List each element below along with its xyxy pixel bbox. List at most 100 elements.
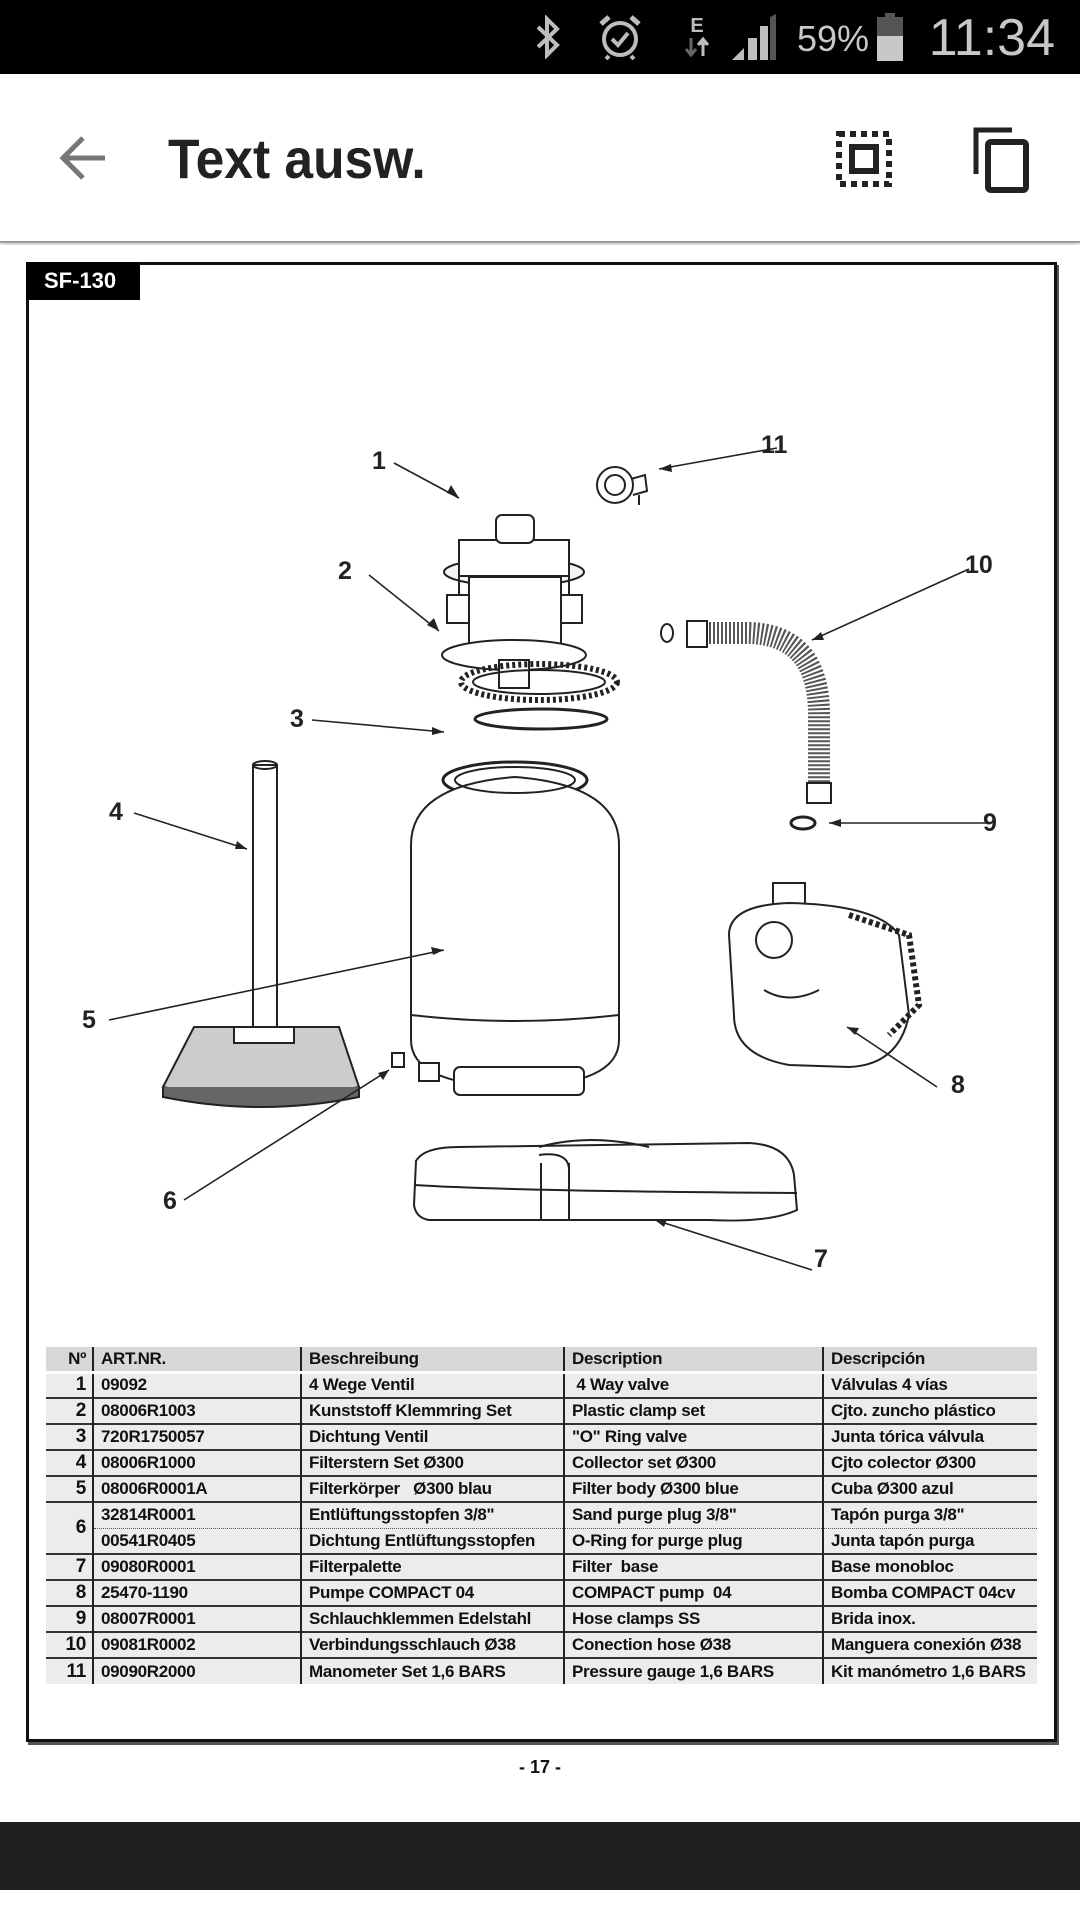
cell-description: "O" Ring valve xyxy=(564,1423,824,1450)
status-bar: E 59% 11:34 xyxy=(0,0,1080,74)
cell-descripcion: Manguera conexión Ø38 xyxy=(823,1631,1037,1658)
filter-base-part xyxy=(412,1139,799,1222)
callout-lines xyxy=(108,447,987,1271)
cell-no: 5 xyxy=(46,1475,94,1502)
cell-description: Sand purge plug 3/8" xyxy=(564,1501,824,1528)
filter-tank-part xyxy=(410,760,620,1096)
exploded-parts-diagram xyxy=(108,447,987,1271)
cell-art-nr: 25470-1190 xyxy=(93,1579,302,1606)
cell-beschreibung: Filterkörper Ø300 blau xyxy=(301,1475,565,1502)
bluetooth-icon xyxy=(530,14,566,60)
alarm-icon xyxy=(596,14,644,60)
table-header-row: Nº ART.NR. Beschreibung Description Desc… xyxy=(46,1347,1037,1372)
table-row: 11 09090R2000 Manometer Set 1,6 BARS Pre… xyxy=(46,1657,1037,1684)
bottom-bar xyxy=(0,1822,1080,1890)
cell-art-nr: 09090R2000 xyxy=(93,1657,302,1684)
copy-icon xyxy=(973,127,1029,193)
select-all-icon xyxy=(836,131,892,187)
table-row: 5 08006R0001A Filterkörper Ø300 blau Fil… xyxy=(46,1475,1037,1502)
cell-no: 2 xyxy=(46,1397,94,1424)
battery-icon xyxy=(875,13,905,61)
cell-art-nr: 09081R0002 xyxy=(93,1631,302,1658)
cell-description: Filter base xyxy=(564,1553,824,1580)
parts-table: Nº ART.NR. Beschreibung Description Desc… xyxy=(46,1347,1037,1684)
cell-beschreibung: 4 Wege Ventil xyxy=(301,1370,565,1398)
cell-beschreibung: Dichtung Entlüftungsstopfen xyxy=(301,1527,565,1554)
cell-descripcion: Kit manómetro 1,6 BARS xyxy=(823,1657,1037,1684)
cell-beschreibung: Dichtung Ventil xyxy=(301,1423,565,1450)
callout-8: 8 xyxy=(951,1071,965,1099)
cell-no: 8 xyxy=(46,1579,94,1606)
cell-no: 3 xyxy=(46,1423,94,1450)
signal-icon xyxy=(730,14,780,60)
cell-no: 4 xyxy=(46,1449,94,1476)
pressure-gauge-part xyxy=(596,466,649,505)
copy-button[interactable] xyxy=(968,124,1038,194)
cell-descripcion: Válvulas 4 vías xyxy=(823,1370,1037,1398)
callout-2: 2 xyxy=(338,557,352,585)
cell-description: Pressure gauge 1,6 BARS xyxy=(564,1657,824,1684)
cell-descripcion: Junta tapón purga xyxy=(823,1527,1037,1554)
collector-part xyxy=(161,760,361,1108)
cell-description: Conection hose Ø38 xyxy=(564,1631,824,1658)
cell-descripcion: Cjto. zuncho plástico xyxy=(823,1397,1037,1424)
cell-beschreibung: Filterpalette xyxy=(301,1553,565,1580)
battery-percent: 59% xyxy=(797,18,870,59)
callout-11: 11 xyxy=(761,431,788,459)
table-row: 7 09080R0001 Filterpalette Filter base B… xyxy=(46,1553,1037,1580)
cell-art-nr: 09080R0001 xyxy=(93,1553,302,1580)
cell-no: 1 xyxy=(46,1370,94,1398)
cell-art-nr: 08007R0001 xyxy=(93,1605,302,1632)
cell-no: 9 xyxy=(46,1605,94,1632)
cell-descripcion: Tapón purga 3/8" xyxy=(823,1501,1037,1528)
table-row: 9 08007R0001 Schlauchklemmen Edelstahl H… xyxy=(46,1605,1037,1632)
cell-art-nr: 08006R1003 xyxy=(93,1397,302,1424)
document-page: SF-130 xyxy=(26,262,1057,1742)
cell-art-nr: 08006R1000 xyxy=(93,1449,302,1476)
cell-beschreibung: Verbindungsschlauch Ø38 xyxy=(301,1631,565,1658)
cell-description: COMPACT pump 04 xyxy=(564,1579,824,1606)
model-tag: SF-130 xyxy=(26,262,140,300)
cell-art-nr: 00541R0405 xyxy=(93,1527,302,1554)
cell-beschreibung: Entlüftungsstopfen 3/8" xyxy=(301,1501,565,1528)
callout-7: 7 xyxy=(814,1245,828,1273)
cell-beschreibung: Kunststoff Klemmring Set xyxy=(301,1397,565,1424)
cell-description: Plastic clamp set xyxy=(564,1397,824,1424)
col-header-no: Nº xyxy=(46,1347,94,1372)
callout-4: 4 xyxy=(109,798,123,826)
arrow-left-icon xyxy=(59,136,105,180)
cell-art-nr: 32814R0001 xyxy=(93,1501,302,1528)
cell-descripcion: Cjto colector Ø300 xyxy=(823,1449,1037,1476)
document-viewer[interactable]: SF-130 xyxy=(0,245,1080,1822)
clock: 11:34 xyxy=(928,9,1055,67)
cell-description: 4 Way valve xyxy=(564,1370,824,1398)
col-header-description: Description xyxy=(564,1347,824,1372)
cell-descripcion: Cuba Ø300 azul xyxy=(823,1475,1037,1502)
cell-descripcion: Base monobloc xyxy=(823,1553,1037,1580)
select-all-button[interactable] xyxy=(829,124,899,194)
cell-art-nr: 720R1750057 xyxy=(93,1423,302,1450)
col-header-art-nr: ART.NR. xyxy=(93,1347,302,1372)
table-row: 8 25470-1190 Pumpe COMPACT 04 COMPACT pu… xyxy=(46,1579,1037,1606)
table-row: 1 09092 4 Wege Ventil 4 Way valve Válvul… xyxy=(46,1370,1037,1398)
callout-9: 9 xyxy=(983,809,997,837)
page-title: Text ausw. xyxy=(168,127,426,190)
cell-beschreibung: Manometer Set 1,6 BARS xyxy=(301,1657,565,1684)
cell-description: Hose clamps SS xyxy=(564,1605,824,1632)
cell-no: 6 xyxy=(46,1501,94,1554)
cell-art-nr: 08006R0001A xyxy=(93,1475,302,1502)
cell-description: Filter body Ø300 blue xyxy=(564,1475,824,1502)
action-bar: Text ausw. xyxy=(0,74,1080,243)
callout-1: 1 xyxy=(372,447,386,475)
cell-description: Collector set Ø300 xyxy=(564,1449,824,1476)
cell-beschreibung: Pumpe COMPACT 04 xyxy=(301,1579,565,1606)
back-button[interactable] xyxy=(55,130,111,186)
cell-descripcion: Brida inox. xyxy=(823,1605,1037,1632)
cell-no: 10 xyxy=(46,1631,94,1658)
cell-art-nr: 09092 xyxy=(93,1370,302,1398)
callout-5: 5 xyxy=(82,1006,96,1034)
cell-no: 7 xyxy=(46,1553,94,1580)
cell-no: 11 xyxy=(46,1657,94,1684)
callout-arrowheads xyxy=(235,464,859,1227)
table-row: 3 720R1750057 Dichtung Ventil "O" Ring v… xyxy=(46,1423,1037,1450)
